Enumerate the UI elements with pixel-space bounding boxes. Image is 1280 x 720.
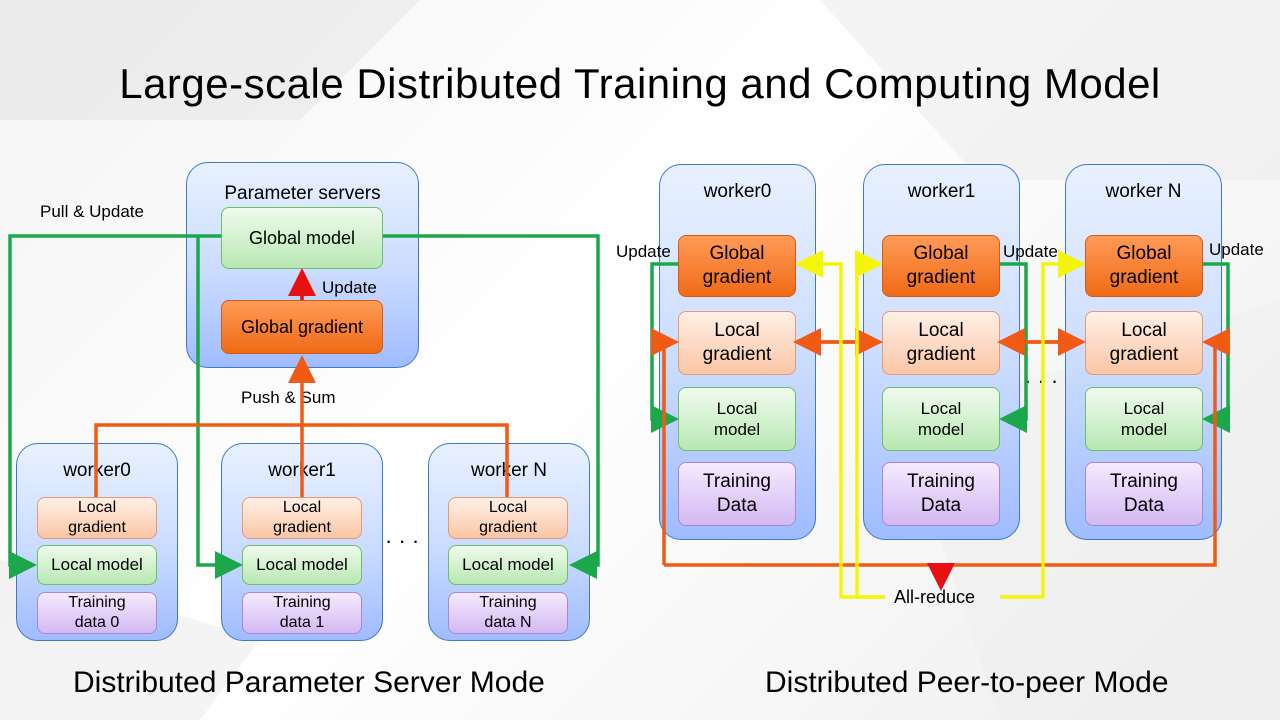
- ps-worker1-training-data: Training data 1: [242, 592, 362, 634]
- p2p-worker-name: worker1: [907, 181, 976, 202]
- ps-worker-name: worker0: [63, 460, 131, 481]
- p2p-worker-name: worker N: [1105, 181, 1182, 202]
- ps-global-gradient: Global gradient: [221, 300, 383, 354]
- p2p-worker0-local-gradient: Local gradient: [678, 311, 796, 375]
- p2p-worker0-training-data: Training Data: [678, 462, 796, 526]
- p2p-ellipsis: · · ·: [1024, 368, 1059, 393]
- ps-workerN-local-gradient: Local gradient: [448, 497, 568, 539]
- ps-ellipsis: · · ·: [385, 528, 420, 553]
- p2p-worker1-local-model: Local model: [882, 387, 1000, 451]
- p2p-mode-caption: Distributed Peer-to-peer Mode: [765, 666, 1169, 699]
- p2p-all-reduce-label: All-reduce: [894, 587, 976, 607]
- ps-worker0-training-data: Training data 0: [37, 592, 157, 634]
- p2p-worker-name: worker0: [703, 181, 772, 202]
- p2p-workerN-local-gradient: Local gradient: [1085, 311, 1203, 375]
- parameter-server-title: Parameter servers: [224, 183, 381, 204]
- ps-pull-update-label: Pull & Update: [40, 202, 144, 221]
- p2p-worker1-global-gradient: Global gradient: [882, 235, 1000, 297]
- ps-worker-name: worker1: [268, 460, 336, 481]
- ps-worker1-local-model: Local model: [242, 545, 362, 585]
- ps-mode-caption: Distributed Parameter Server Mode: [73, 666, 545, 699]
- ps-global-model: Global model: [221, 207, 383, 269]
- p2p-workerN-local-model: Local model: [1085, 387, 1203, 451]
- p2p-worker0-local-model: Local model: [678, 387, 796, 451]
- ps-worker0-local-gradient: Local gradient: [37, 497, 157, 539]
- ps-workerN-training-data: Training data N: [448, 592, 568, 634]
- ps-update-label: Update: [322, 278, 377, 297]
- p2p-update-label-n: Update: [1209, 240, 1264, 259]
- ps-push-sum-label: Push & Sum: [241, 388, 336, 407]
- p2p-worker0-global-gradient: Global gradient: [678, 235, 796, 297]
- page-title: Large-scale Distributed Training and Com…: [119, 60, 1161, 107]
- p2p-workerN-training-data: Training Data: [1085, 462, 1203, 526]
- ps-workerN-local-model: Local model: [448, 545, 568, 585]
- ps-worker-name: worker N: [470, 460, 547, 481]
- p2p-update-label-0: Update: [616, 242, 671, 261]
- p2p-worker1-training-data: Training Data: [882, 462, 1000, 526]
- p2p-workerN-global-gradient: Global gradient: [1085, 235, 1203, 297]
- ps-worker0-local-model: Local model: [37, 545, 157, 585]
- p2p-update-label-1: Update: [1003, 242, 1058, 261]
- p2p-worker1-local-gradient: Local gradient: [882, 311, 1000, 375]
- ps-worker1-local-gradient: Local gradient: [242, 497, 362, 539]
